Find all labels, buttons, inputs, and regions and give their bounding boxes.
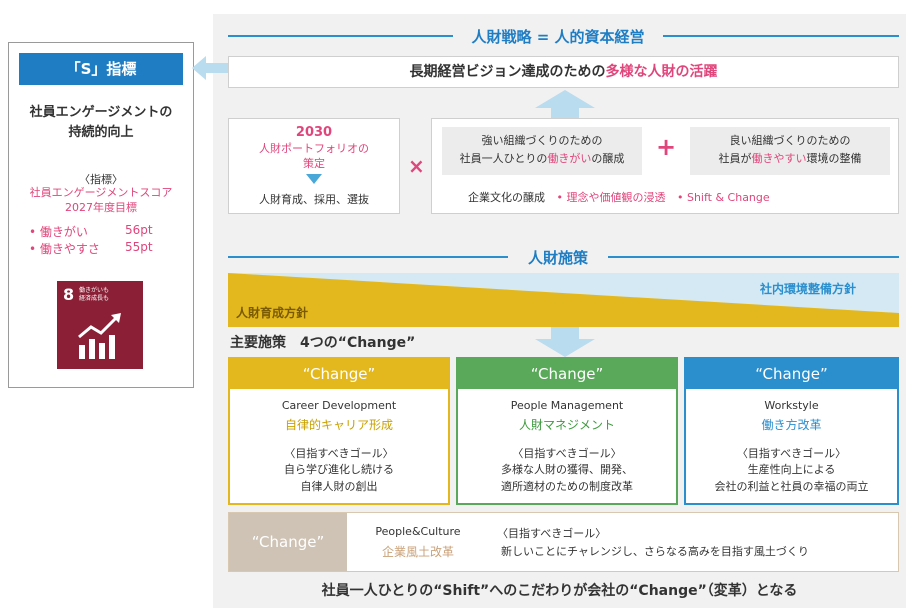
strategy-title-line-right bbox=[663, 35, 899, 37]
motivation-box: 強い組織づくりのための 社員一人ひとりの働きがいの醸成 bbox=[442, 127, 642, 175]
strategy-title: 人財戦略 = 人的資本経営 bbox=[471, 28, 645, 46]
sdg-number: 8 bbox=[63, 285, 75, 304]
change-header: “Change” bbox=[686, 359, 897, 389]
change-header: “Change” bbox=[229, 513, 347, 571]
vision-box: 長期経営ビジョン達成のための多様な人財の活躍 bbox=[228, 56, 899, 88]
main-measures-label: 主要施策 4つの“Change” bbox=[230, 335, 416, 351]
organization-box: 強い組織づくりのための 社員一人ひとりの働きがいの醸成 + 良い組織づくりのため… bbox=[431, 118, 899, 214]
policy-band bbox=[228, 273, 899, 327]
change-column-people-management: “Change” People Management 人財マネジメント 〈目指す… bbox=[456, 357, 678, 505]
triangle-down-icon bbox=[306, 174, 322, 184]
goal-text: 多様な人財の獲得、開発、 適所適材のための制度改革 bbox=[501, 463, 633, 493]
plus-symbol: + bbox=[655, 133, 677, 161]
column-japanese: 働き方改革 bbox=[761, 418, 822, 432]
portfolio-box: 2030 人財ポートフォリオの 策定 人財育成、採用、選抜 bbox=[228, 118, 400, 214]
goal-label: 〈目指すべきゴール〉 bbox=[736, 447, 847, 460]
goal-label: 〈目指すべきゴール〉 bbox=[512, 447, 622, 460]
change-header: “Change” bbox=[458, 359, 676, 389]
workplace-box: 良い組織づくりのための 社員が働きやすい環境の整備 bbox=[690, 127, 890, 175]
portfolio-bottom: 人財育成、採用、選抜 bbox=[259, 193, 369, 206]
goal-text: 生産性向上による 会社の利益と社員の幸福の両立 bbox=[714, 463, 869, 493]
culture-goal-text: 新しいことにチャレンジし、さらなる高みを目指す風土づくり bbox=[501, 545, 809, 558]
sdg-goal-8-badge: 8 働きがいも 経済成長も bbox=[57, 281, 143, 369]
score-item-1: • 働きがい 56pt bbox=[29, 223, 153, 239]
column-english: Workstyle bbox=[764, 399, 819, 412]
strategy-title-line-left bbox=[228, 35, 453, 37]
column-english: Career Development bbox=[281, 399, 397, 412]
column-japanese: 人財マネジメント bbox=[518, 418, 615, 432]
goal-text: 自ら学び進化し続ける 自律人財の創出 bbox=[284, 463, 394, 493]
s-indicator-card: 「S」指標 社員エンゲージメントの 持続的向上 〈指標〉 社員エンゲージメントス… bbox=[8, 42, 194, 388]
change-row-people-culture: “Change” People&Culture 企業風土改革 〈目指すべきゴール… bbox=[228, 512, 899, 572]
culture-english: People&Culture bbox=[375, 525, 461, 538]
growth-chart-icon bbox=[78, 313, 121, 359]
measures-title-line-right bbox=[608, 256, 899, 258]
goal-label: 〈目指すべきゴール〉 bbox=[284, 447, 394, 460]
column-english: People Management bbox=[510, 399, 624, 412]
portfolio-title: 人財ポートフォリオの 策定 bbox=[259, 142, 369, 170]
engagement-score-label: 社員エンゲージメントスコア 2027年度目標 bbox=[29, 186, 173, 214]
arrow-up-icon bbox=[535, 90, 595, 120]
times-symbol: × bbox=[408, 154, 425, 178]
environment-policy-label: 社内環境整備方針 bbox=[760, 282, 857, 296]
engagement-title: 社員エンゲージメントの 持続的向上 bbox=[29, 105, 173, 140]
portfolio-year: 2030 bbox=[295, 125, 333, 140]
indicator-label: 〈指標〉 bbox=[79, 173, 123, 186]
culture-japanese: 企業風土改革 bbox=[381, 545, 454, 559]
arrow-left-icon bbox=[192, 56, 230, 80]
score-item-2: • 働きやすさ 55pt bbox=[29, 240, 153, 256]
measures-title: 人財施策 bbox=[527, 249, 588, 267]
change-column-workstyle: “Change” Workstyle 働き方改革 〈目指すべきゴール〉 生産性向… bbox=[684, 357, 899, 505]
development-policy-label: 人財育成方針 bbox=[236, 306, 309, 320]
measures-title-line-left bbox=[228, 256, 508, 258]
footer-message: 社員一人ひとりの“Shift”へのこだわりが会社の“Change”（変革）となる bbox=[321, 583, 798, 599]
s-indicator-header: 「S」指標 bbox=[19, 53, 183, 85]
column-japanese: 自律的キャリア形成 bbox=[284, 418, 393, 432]
change-header: “Change” bbox=[230, 359, 448, 389]
culture-line: 企業文化の醸成 • 理念や価値観の浸透 • Shift & Change bbox=[468, 191, 770, 204]
sdg-text: 働きがいも 経済成長も bbox=[79, 287, 110, 302]
arrow-down-icon bbox=[535, 327, 595, 357]
culture-goal-label: 〈目指すべきゴール〉 bbox=[497, 527, 607, 540]
change-column-career: “Change” Career Development 自律的キャリア形成 〈目… bbox=[228, 357, 450, 505]
